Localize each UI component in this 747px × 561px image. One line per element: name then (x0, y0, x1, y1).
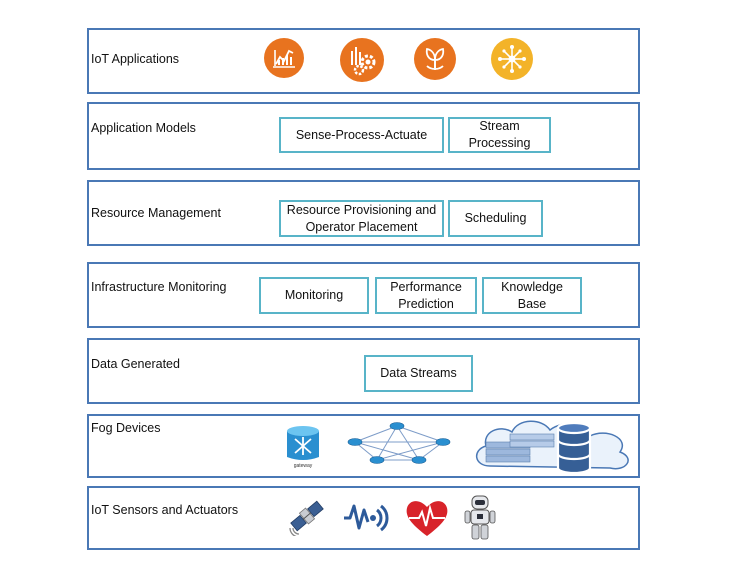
box-data-streams: Data Streams (364, 355, 473, 392)
connected-network-hub-icon (491, 38, 533, 80)
layer-title: Resource Management (91, 206, 221, 220)
gateway-label: gateway (294, 463, 313, 469)
layer-iot-sensors-actuators: IoT Sensors and Actuators (87, 486, 640, 550)
network-topology-icon (347, 420, 451, 466)
box-performance-prediction: Performance Prediction (375, 277, 477, 314)
box-sense-process-actuate: Sense-Process-Actuate (279, 117, 444, 153)
gateway-router-icon: gateway (285, 423, 321, 469)
box-resource-provisioning: Resource Provisioning and Operator Place… (279, 200, 444, 237)
box-monitoring: Monitoring (259, 277, 369, 314)
satellite-icon (287, 496, 327, 536)
layer-title: Fog Devices (91, 421, 161, 435)
layer-title: IoT Applications (91, 52, 180, 66)
layer-title: IoT Sensors and Actuators (91, 503, 239, 517)
layer-data-generated: Data Generated (87, 338, 640, 404)
layer-title: Data Generated (91, 357, 180, 371)
box-knowledge-base: Knowledge Base (482, 277, 582, 314)
layer-title: Application Models (91, 121, 196, 135)
industrial-process-gear-icon (340, 38, 384, 82)
robot-icon (463, 494, 497, 542)
heart-rate-monitor-icon (405, 498, 449, 538)
wireless-signal-sensor-icon (342, 498, 390, 536)
analytics-chart-icon (264, 38, 304, 78)
cloud-datacenter-icon (470, 416, 636, 474)
box-scheduling: Scheduling (448, 200, 543, 237)
layer-title: Infrastructure Monitoring (91, 280, 227, 294)
smart-agriculture-plant-icon (414, 38, 456, 80)
box-stream-processing: Stream Processing (448, 117, 551, 153)
